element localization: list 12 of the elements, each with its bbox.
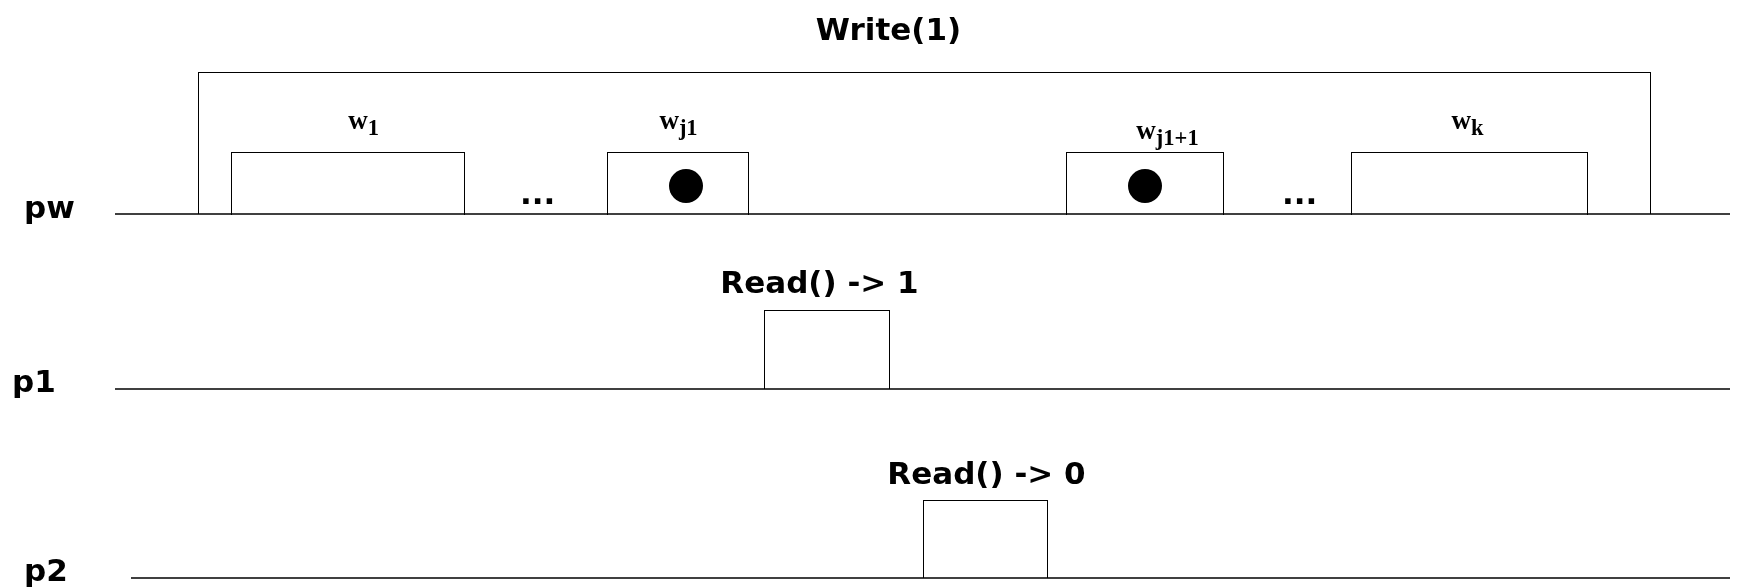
interval-label: w$_{1}$ (348, 106, 379, 140)
lane-label: pw (24, 192, 75, 223)
interval-label: w$_{j1+1}$ (1136, 116, 1199, 150)
operation-label: Read() -> 1 (720, 266, 919, 298)
ellipsis: ... (520, 178, 556, 209)
lane-label: p1 (12, 366, 56, 397)
ellipsis: ... (1282, 178, 1318, 209)
lane-label: p2 (24, 555, 68, 586)
interval-label: w$_{j1}$ (659, 106, 698, 140)
interval-label: w$_{k}$ (1451, 106, 1484, 140)
operation-label: Write(1) (815, 13, 962, 45)
operation-label: Read() -> 0 (887, 457, 1086, 489)
